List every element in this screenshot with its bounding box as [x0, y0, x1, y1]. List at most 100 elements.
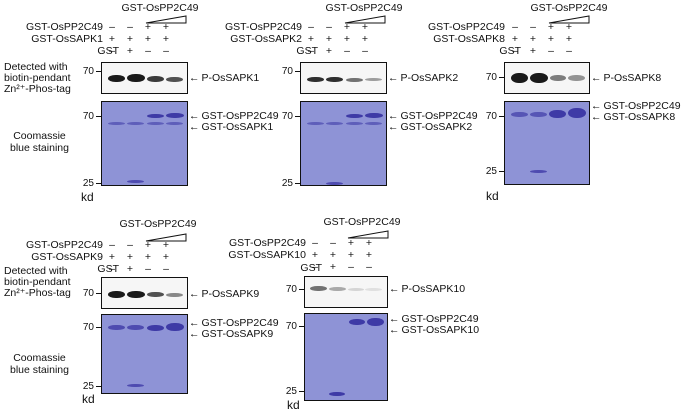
- western-blot-sapk1: [101, 62, 188, 94]
- mw-marker-70: 70: [285, 321, 297, 332]
- gel-band: [307, 122, 324, 125]
- kd-unit: kd: [81, 190, 94, 204]
- lane-sign: –: [344, 45, 350, 57]
- lane-sign: –: [326, 21, 332, 33]
- mw-tick: [96, 327, 101, 328]
- panel-title: GST-OsPP2C49: [325, 2, 403, 14]
- mw-marker-70: 70: [485, 111, 497, 122]
- blot-band: [127, 74, 145, 82]
- gel-band: [365, 122, 382, 125]
- mw-marker-70: 70: [82, 111, 94, 122]
- mw-marker-70: 70: [285, 284, 297, 295]
- lane-sign: –: [127, 239, 133, 251]
- lane-sign: +: [329, 249, 337, 261]
- lane-sign: –: [145, 45, 151, 57]
- lane-sign: –: [109, 21, 115, 33]
- lane-sign: –: [163, 263, 169, 275]
- mw-marker-25: 25: [82, 381, 94, 392]
- western-blot-sapk8: [504, 62, 590, 94]
- mw-tick: [295, 71, 300, 72]
- mw-tick: [96, 71, 101, 72]
- lane-sign: +: [108, 251, 116, 263]
- detected-label-2: Detected with biotin-pendant Zn²⁺-Phos-t…: [4, 265, 71, 299]
- coomassie-label-2: Coomassie blue staining: [10, 352, 69, 376]
- mw-tick: [499, 171, 504, 172]
- lane-sign: –: [548, 45, 554, 57]
- lane-sign: +: [511, 33, 519, 45]
- lane-sign: +: [361, 21, 369, 33]
- blot-band: [348, 288, 364, 291]
- blot-band: [108, 291, 125, 298]
- lane-sign: –: [348, 261, 354, 273]
- mw-tick: [96, 386, 101, 387]
- lane-sign: –: [308, 45, 314, 57]
- kinase-row-label: GST-OsSAPK9: [31, 251, 103, 263]
- inhibitor-row-label: GST-OsPP2C49: [427, 21, 505, 33]
- blot-band: [365, 288, 382, 291]
- blot-band: [530, 73, 548, 83]
- inhibitor-row-label: GST-OsPP2C49: [224, 21, 302, 33]
- blot-band: [310, 286, 327, 291]
- concentration-wedge: [344, 15, 386, 24]
- blot-band: [568, 75, 585, 81]
- western-blot-sapk2: [300, 62, 387, 94]
- inhibitor-band-arrow: GST-OsPP2C49: [388, 110, 478, 122]
- gel-band: [530, 170, 547, 173]
- kinase-row-label: GST-OsSAPK1: [31, 33, 103, 45]
- mw-marker-25: 25: [82, 178, 94, 189]
- gel-band: [127, 384, 144, 387]
- kinase-row-label: GST-OsSAPK8: [433, 33, 505, 45]
- mw-marker-70: 70: [82, 288, 94, 299]
- lane-sign: –: [312, 237, 318, 249]
- lane-sign: +: [565, 21, 573, 33]
- gel-band: [346, 122, 363, 125]
- mw-marker-25: 25: [485, 166, 497, 177]
- gst-row-label: GST: [499, 45, 521, 57]
- gel-band: [147, 325, 164, 331]
- mw-marker-70: 70: [281, 66, 293, 77]
- lane-sign: +: [347, 249, 355, 261]
- gel-band: [530, 112, 547, 117]
- panel-title: GST-OsPP2C49: [121, 2, 199, 14]
- lane-sign: –: [566, 45, 572, 57]
- lane-sign: +: [529, 33, 537, 45]
- inhibitor-row-label: GST-OsPP2C49: [228, 237, 306, 249]
- lane-sign: +: [329, 261, 337, 273]
- lane-sign: –: [366, 261, 372, 273]
- coomassie-gel-sapk1: [101, 101, 188, 186]
- concentration-wedge: [145, 233, 187, 242]
- blot-band: [127, 291, 145, 298]
- blot-band: [147, 292, 164, 297]
- lane-sign: +: [325, 33, 333, 45]
- gst-row-label: GST: [97, 45, 119, 57]
- kinase-band-arrow: GST-OsSAPK8: [591, 111, 676, 123]
- lane-sign: +: [126, 251, 134, 263]
- mw-tick: [96, 293, 101, 294]
- gel-band: [349, 319, 365, 325]
- lane-sign: +: [108, 33, 116, 45]
- kd-unit: kd: [486, 189, 499, 203]
- lane-sign: –: [145, 263, 151, 275]
- mw-tick: [96, 183, 101, 184]
- kd-unit: kd: [82, 392, 95, 406]
- lane-sign: +: [144, 251, 152, 263]
- mw-marker-70: 70: [485, 72, 497, 83]
- lane-sign: +: [343, 33, 351, 45]
- kinase-band-arrow: GST-OsSAPK1: [189, 121, 274, 133]
- panel-title: GST-OsPP2C49: [323, 216, 401, 228]
- lane-sign: –: [330, 237, 336, 249]
- coomassie-gel-sapk9: [101, 314, 188, 394]
- blot-band: [108, 75, 125, 82]
- mw-marker-25: 25: [285, 386, 297, 397]
- lane-sign: –: [109, 45, 115, 57]
- gel-band: [108, 325, 125, 330]
- lane-sign: +: [126, 33, 134, 45]
- blot-band: [307, 77, 324, 82]
- blot-band: [511, 73, 528, 83]
- lane-sign: +: [361, 33, 369, 45]
- phospho-arrow: P-OsSAPK1: [189, 72, 260, 84]
- panel-title: GST-OsPP2C49: [530, 2, 608, 14]
- lane-sign: +: [307, 33, 315, 45]
- phospho-arrow: P-OsSAPK10: [389, 283, 466, 295]
- lane-sign: –: [109, 263, 115, 275]
